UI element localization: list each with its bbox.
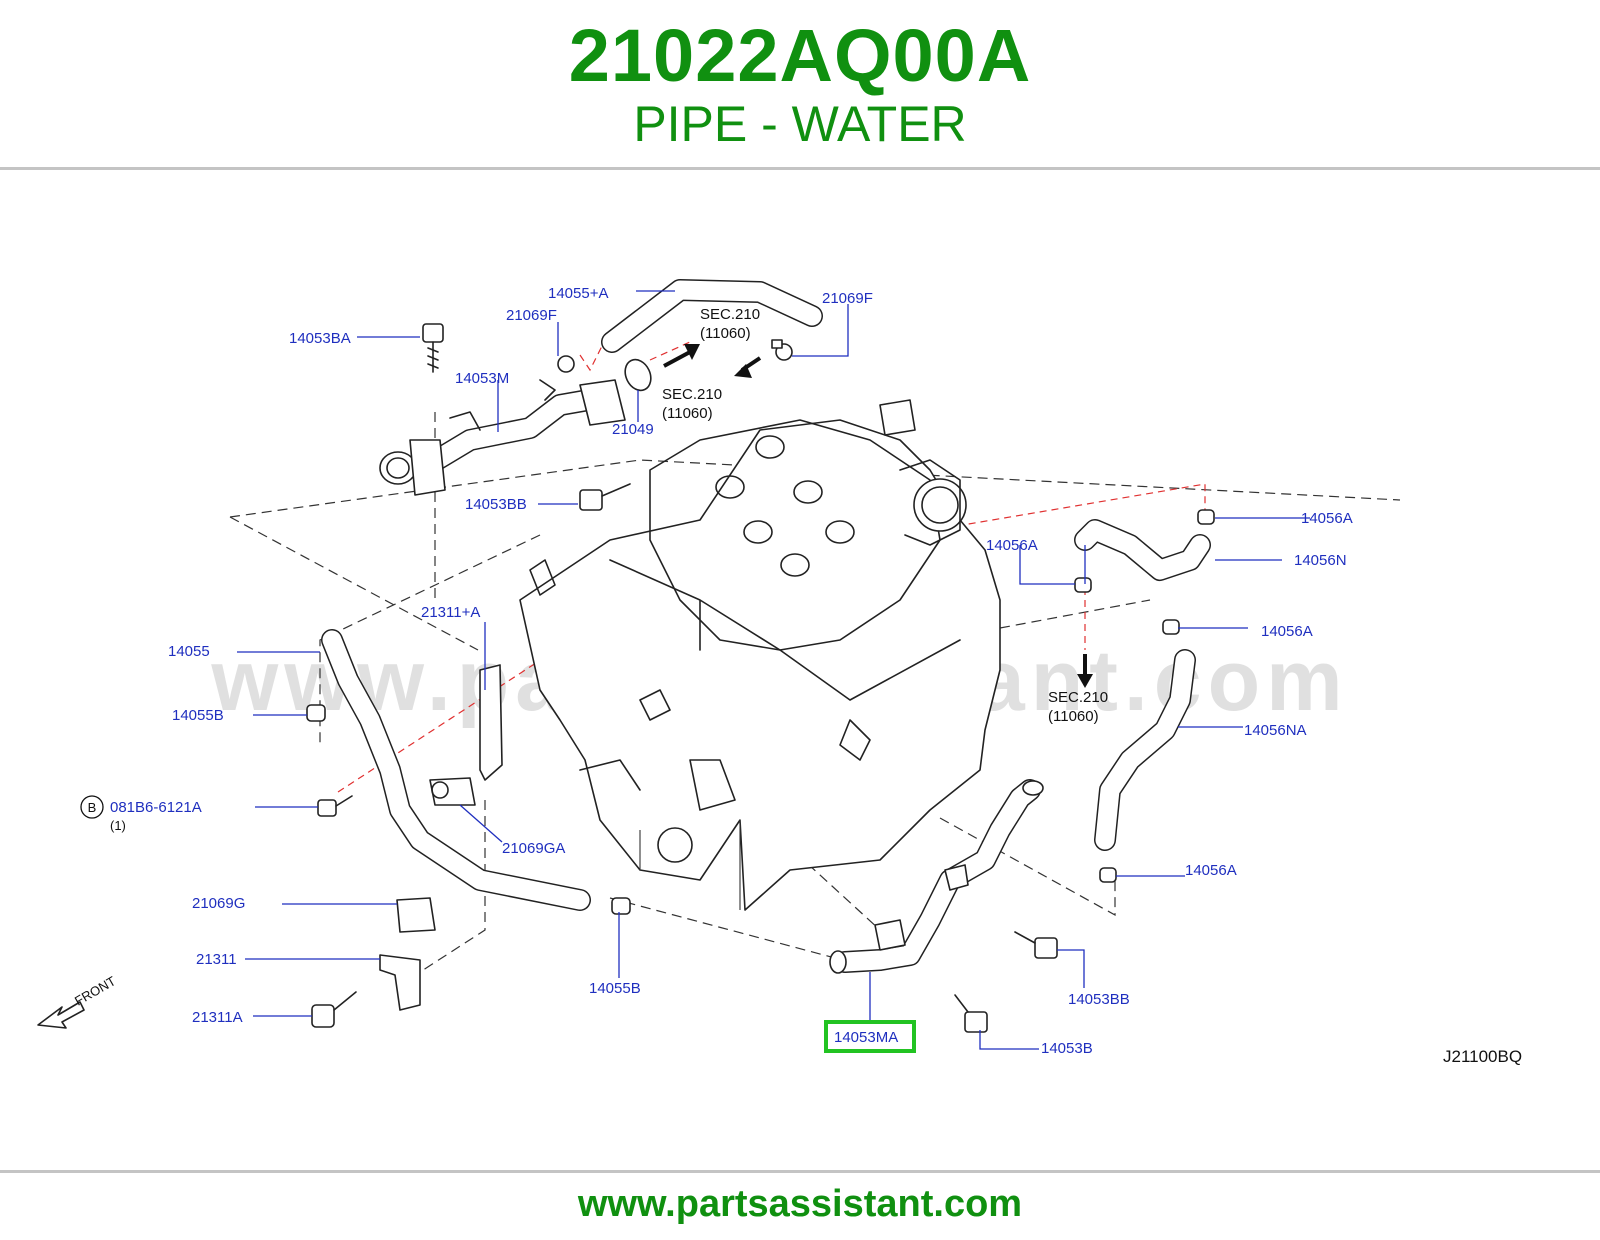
sec-ref-2-line1: SEC.210 (662, 386, 722, 403)
label-14056a-bottom[interactable]: 14056A (1185, 862, 1237, 879)
label-14056a-mid[interactable]: 14056A (986, 537, 1038, 554)
part-number-title: 21022AQ00A (568, 14, 1032, 97)
front-label: FRONT (72, 973, 118, 1008)
page-header: 21022AQ00A PIPE - WATER (0, 0, 1600, 168)
label-14056a-right[interactable]: 14056A (1261, 623, 1313, 640)
part-bracket-21311 (379, 954, 421, 1011)
highlight-box (824, 1020, 916, 1053)
part-bolt-081b6-6121a (317, 795, 353, 817)
part-bolt-14053bb-bottom (1014, 931, 1058, 959)
sec-ref-3-line1: SEC.210 (1048, 689, 1108, 706)
part-clamp-14055b (306, 704, 631, 915)
part-clip-21069g (396, 897, 436, 933)
part-hose-14056na (1094, 649, 1196, 851)
part-labels: 14055+A 21069F 21069F 14053BA 14053M 210… (110, 285, 1353, 1057)
part-hose-14056n (1074, 519, 1211, 581)
label-21311-a[interactable]: 21311+A (421, 604, 480, 621)
label-14055b-bottom[interactable]: 14055B (589, 980, 641, 997)
label-14053bb-top[interactable]: 14053BB (465, 496, 527, 513)
label-14055b-left[interactable]: 14055B (172, 707, 224, 724)
part-name-subtitle: PIPE - WATER (633, 96, 967, 152)
part-clamp-21069f (557, 339, 793, 373)
sec-ref-1-line2: (11060) (700, 325, 751, 342)
sec-ref-2[interactable]: SEC.210 (11060) (662, 386, 722, 422)
label-21069g[interactable]: 21069G (192, 895, 245, 912)
sec-ref-1-line1: SEC.210 (700, 306, 760, 323)
label-081b6-6121a[interactable]: 081B6-6121A (110, 799, 202, 816)
label-21049[interactable]: 21049 (612, 421, 654, 438)
part-bolt-21311a (311, 991, 357, 1028)
callout-b-qty: (1) (110, 818, 126, 833)
sec-ref-1[interactable]: SEC.210 (11060) (700, 306, 760, 342)
label-14053b[interactable]: 14053B (1041, 1040, 1093, 1057)
part-o-ring-21049 (624, 358, 652, 392)
label-14056na[interactable]: 14056NA (1244, 722, 1307, 739)
callout-b: B (1) (80, 795, 126, 833)
part-clip-21069ga (429, 777, 476, 806)
callout-b-letter: B (88, 800, 97, 815)
front-direction-indicator: FRONT (37, 973, 118, 1029)
label-14055-a[interactable]: 14055+A (548, 285, 608, 302)
label-21069ga[interactable]: 21069GA (502, 840, 565, 857)
part-bolt-14053b (954, 994, 988, 1033)
label-14056n[interactable]: 14056N (1294, 552, 1347, 569)
footer-website-link[interactable]: www.partsassistant.com (577, 1183, 1023, 1225)
label-21311[interactable]: 21311 (196, 951, 237, 968)
label-14053m[interactable]: 14053M (455, 370, 509, 387)
footer-divider (0, 1170, 1600, 1173)
sec-ref-3-line2: (11060) (1048, 708, 1099, 725)
part-bolt-14053bb-top (579, 483, 631, 511)
leader-lines (237, 290, 1310, 1050)
part-pipe-14053ma (829, 779, 1044, 974)
label-14053ma[interactable]: 14053MA (834, 1029, 898, 1046)
header-divider (0, 167, 1600, 170)
diagram-code: J21100BQ (1443, 1047, 1522, 1066)
label-21311a[interactable]: 21311A (192, 1009, 243, 1026)
part-hose-14055-a (601, 279, 823, 353)
part-bracket-21311-a (479, 664, 503, 781)
sec-ref-3[interactable]: SEC.210 (11060) (1048, 689, 1108, 725)
label-14056a-top-right[interactable]: 14056A (1301, 510, 1353, 527)
label-21069f-right[interactable]: 21069F (822, 290, 873, 307)
label-14053ba[interactable]: 14053BA (289, 330, 351, 347)
part-clamps-14056a (1074, 509, 1215, 883)
sec-ref-2-line2: (11060) (662, 405, 713, 422)
label-14053bb-bottom[interactable]: 14053BB (1068, 991, 1130, 1008)
highlighted-part-callout[interactable]: 14053MA (824, 1020, 916, 1053)
label-21069f-left[interactable]: 21069F (506, 307, 557, 324)
sec-ref-arrows (663, 344, 1093, 688)
engine-block (519, 399, 1001, 911)
part-bolt-14053ba (422, 323, 444, 373)
part-pipe-14053m (379, 379, 626, 496)
part-hose-14055 (321, 629, 591, 911)
label-14055[interactable]: 14055 (168, 643, 210, 660)
